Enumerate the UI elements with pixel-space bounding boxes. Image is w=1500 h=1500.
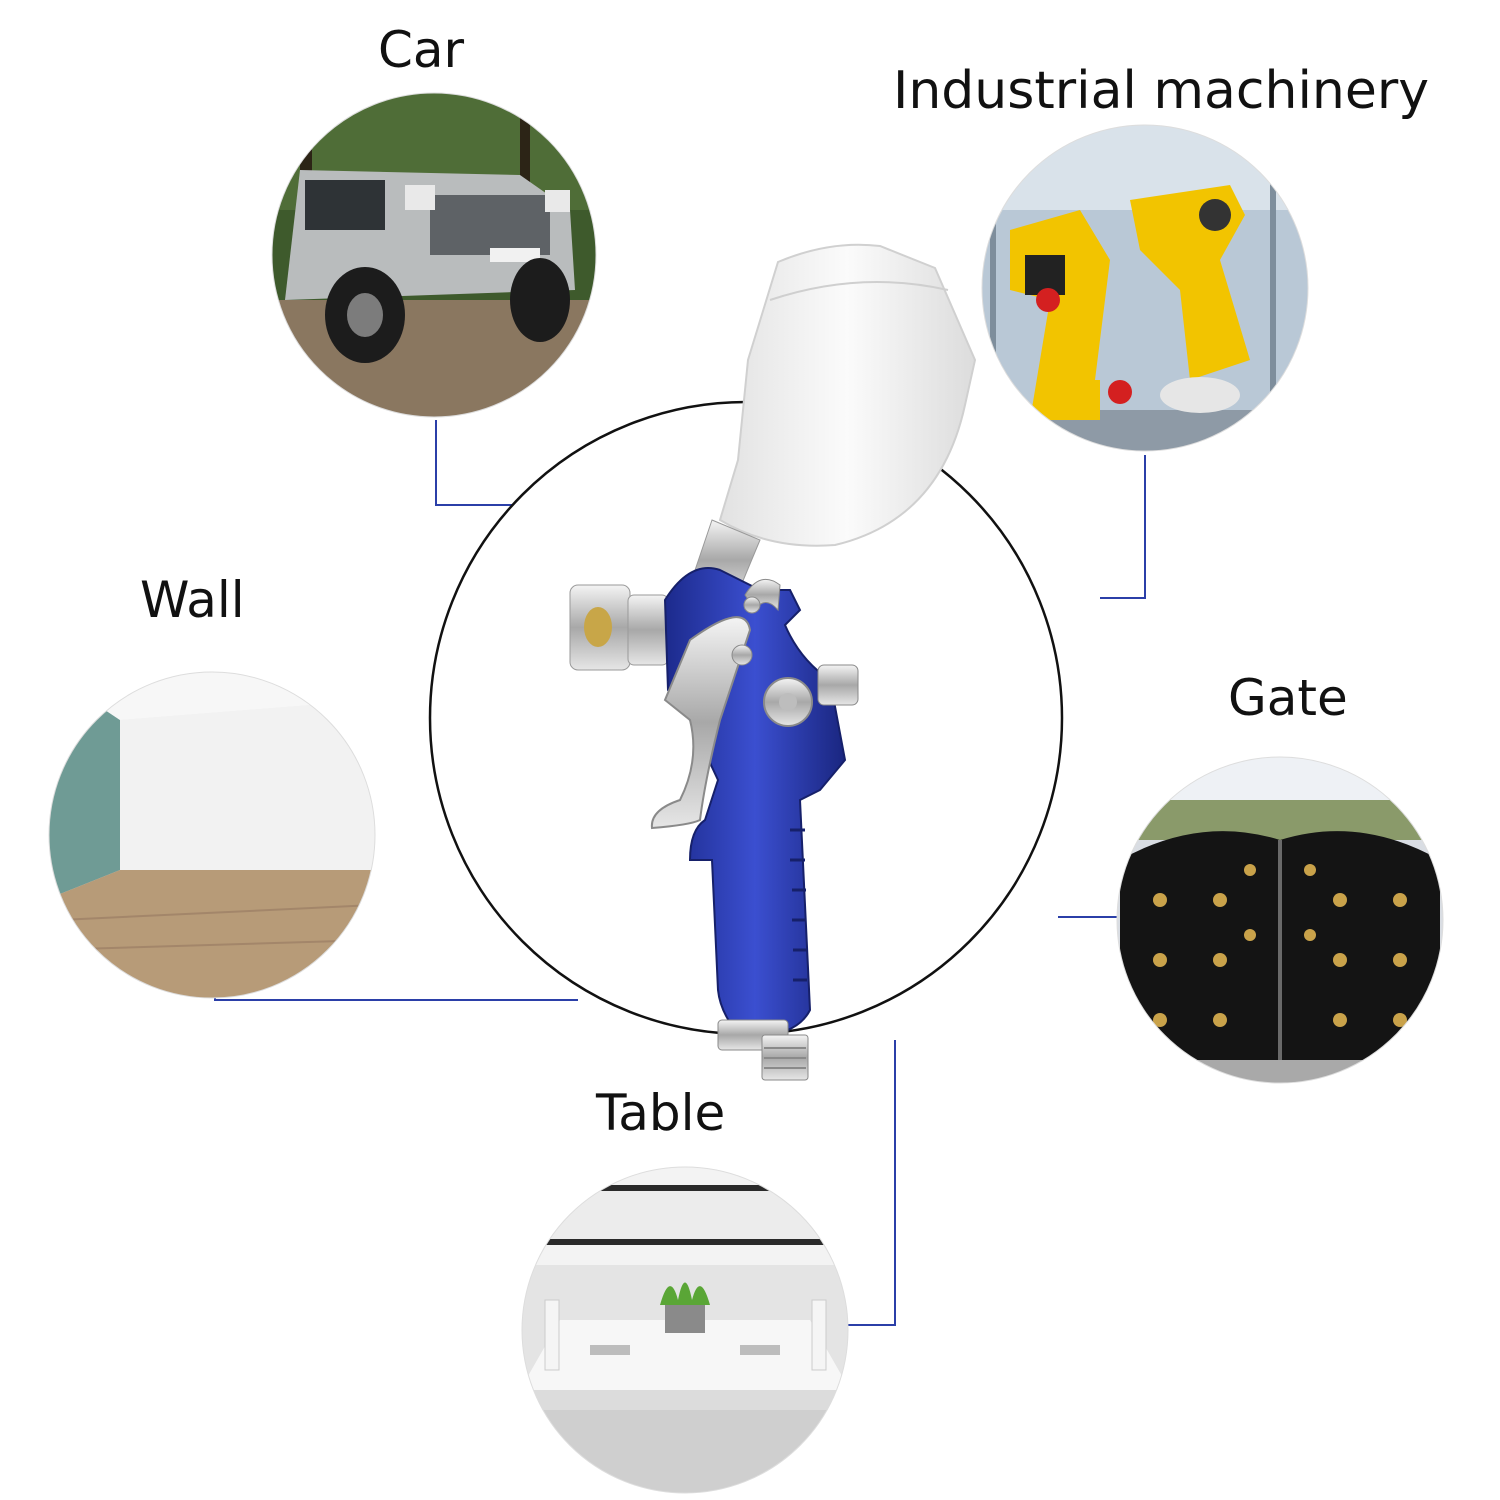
connector-industrial <box>1100 455 1146 599</box>
label-wall: Wall <box>140 571 245 629</box>
label-car: Car <box>378 21 465 79</box>
connector-car <box>435 420 512 506</box>
car-photo <box>272 93 596 417</box>
label-gate: Gate <box>1228 669 1348 727</box>
label-industrial-machinery: Industrial machinery <box>893 61 1430 121</box>
wall-photo <box>49 672 375 998</box>
trigger <box>650 616 752 830</box>
table-photo <box>522 1167 848 1493</box>
label-table: Table <box>596 1084 726 1142</box>
connector-table <box>848 1040 896 1326</box>
spray-gun <box>569 243 977 1081</box>
paint-cup <box>718 243 977 547</box>
